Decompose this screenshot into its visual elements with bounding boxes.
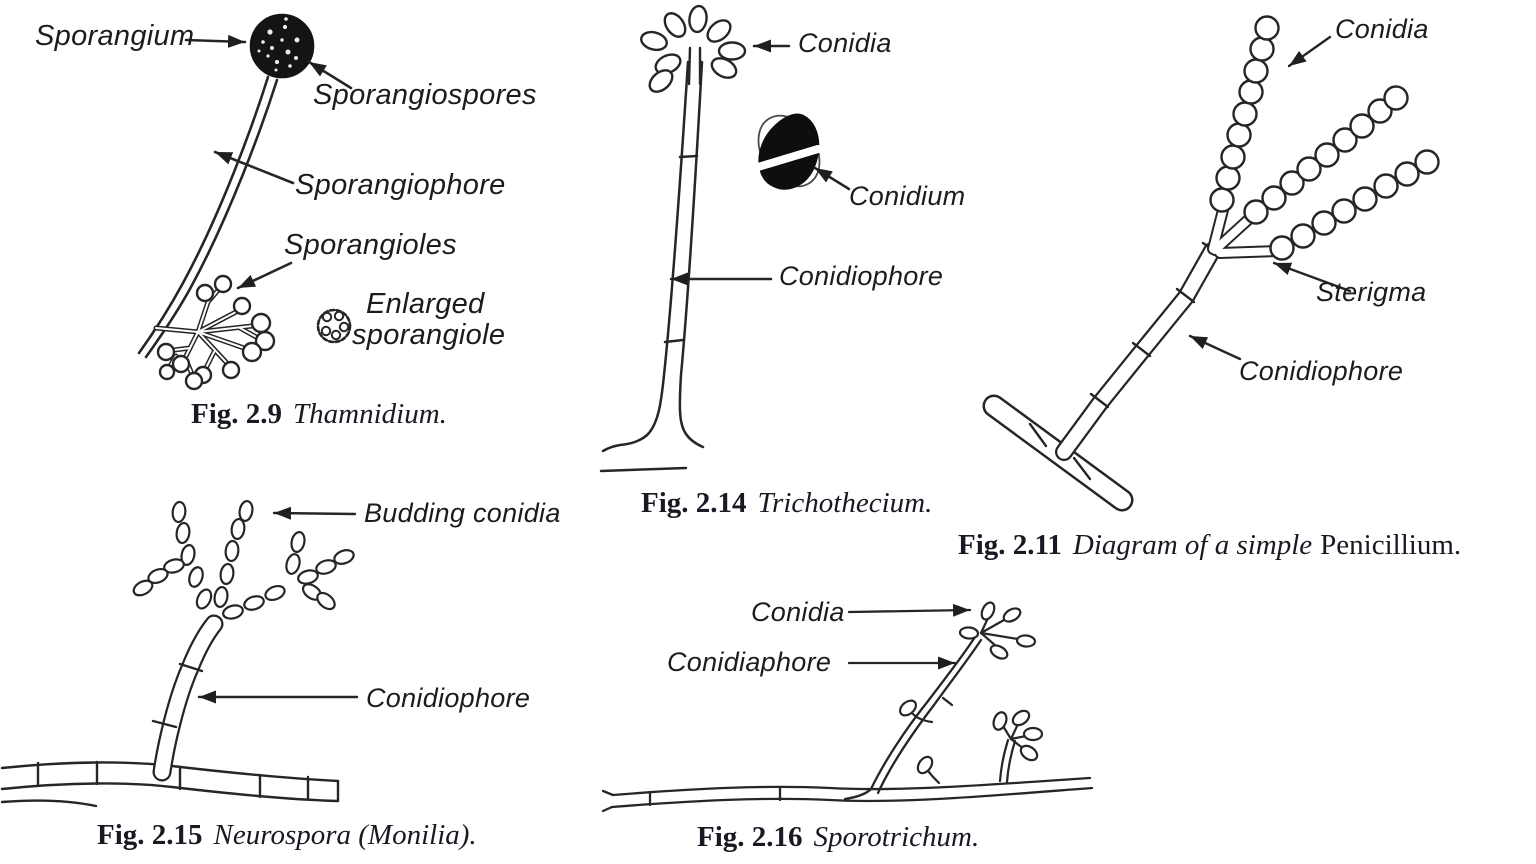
- neurospora-stalk: [151, 614, 224, 782]
- sporotrichum-drawing: [601, 601, 1094, 813]
- penicillium-arrows: [1188, 35, 1352, 361]
- sporotrichum-arrows: [847, 603, 972, 670]
- thamnidium-drawing: [137, 13, 353, 391]
- sporotrichum-secondary-branch: [992, 709, 1044, 784]
- penicillium-drawing: [982, 15, 1440, 512]
- sporotrichum-conidiophore: [843, 635, 983, 801]
- sporangiole-cluster: [153, 274, 276, 391]
- thamnidium-arrows: [184, 34, 353, 290]
- trichothecium-conidia-cluster: [640, 4, 747, 93]
- trichothecium-stalk: [599, 60, 705, 473]
- conidium-spore: [754, 113, 822, 190]
- sporotrichum-hypha: [601, 776, 1094, 813]
- sporotrichum-lateral-buds: [899, 699, 941, 785]
- neurospora-arrows: [197, 506, 359, 704]
- budding-conidia-chains: [132, 499, 355, 620]
- trichothecium-drawing: [599, 4, 851, 473]
- sporotrichum-conidia-cluster: [958, 601, 1037, 660]
- penicillium-stalk: [1055, 241, 1223, 461]
- trichothecium-arrows: [669, 39, 851, 286]
- sporangium-sphere: [249, 13, 315, 79]
- enlarged-sporangiole-drawing: [316, 308, 352, 344]
- sterigma-cells: [1207, 204, 1284, 259]
- penicillium-conidia-chains: [1209, 15, 1440, 261]
- neurospora-drawing: [0, 499, 359, 808]
